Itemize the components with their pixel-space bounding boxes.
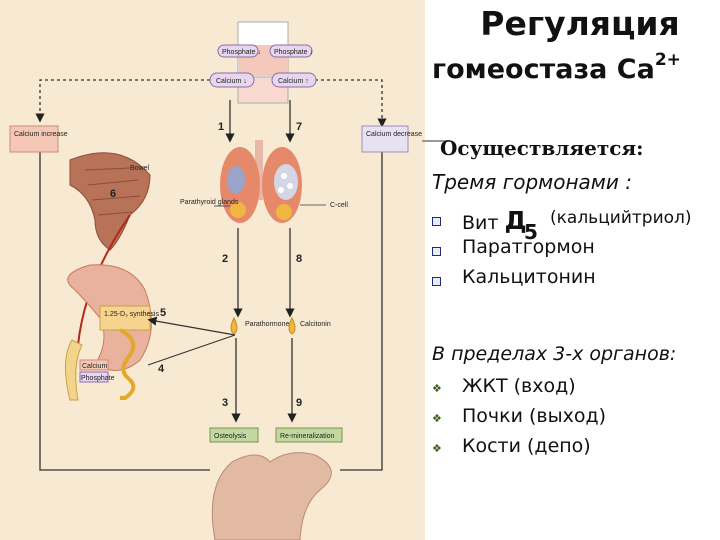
subtitle: Осуществляется: <box>440 136 644 160</box>
title-superscript: 2+ <box>654 50 681 70</box>
parathormone-item: Паратгормон <box>462 236 595 258</box>
diamond-bullet-icon: ❖ <box>432 382 442 395</box>
calcium-high-pill: Calcium ↑ <box>271 72 317 88</box>
phosphate-high-label: Phosphate ↓ <box>274 49 313 56</box>
kidney-calcium-label: Calcium <box>82 363 107 370</box>
parathyroid-label: Parathyroid glands <box>180 199 239 206</box>
phosphate-high-pill: Phosphate ↓ <box>269 44 313 58</box>
kidney-phosphate-box: Phosphate <box>79 371 115 383</box>
beaker <box>237 21 289 104</box>
hormones-heading: Тремя гормонами : <box>432 170 632 194</box>
thyroid-gland <box>220 140 302 223</box>
diagram-panel <box>0 0 425 540</box>
organ-kidneys: Почки (выход) <box>462 405 607 427</box>
number-5: 5 <box>160 307 166 319</box>
page-title-line-2: гомеостаза Ca2+ <box>432 50 720 85</box>
synthesis-label: 1.25-D₃ synthesis <box>104 311 159 318</box>
number-6: 6 <box>110 188 116 200</box>
number-9: 9 <box>296 397 302 409</box>
calcitonin-droplet <box>288 316 296 335</box>
calcium-regulation-diagram: Phosphate ↓ Phosphate ↓ Calcium ↓ Calciu… <box>9 21 422 540</box>
calcium-increase-label: Calcium increase <box>14 131 68 138</box>
kidney-phosphate-label: Phosphate <box>81 375 115 382</box>
bowel <box>69 152 151 251</box>
remineralization-box: Re-mineralization <box>275 427 343 443</box>
number-1: 1 <box>218 121 224 133</box>
calcitonin-label: Calcitonin <box>300 321 331 328</box>
outer-loop-left <box>39 152 210 471</box>
synthesis-box: 1.25-D₃ synthesis <box>99 305 159 331</box>
parathormone-droplet <box>230 316 238 335</box>
vitamin-letter: Д <box>504 206 527 235</box>
organs-heading: В пределах 3-х органов: <box>432 343 677 365</box>
nephron-tubule <box>119 328 136 400</box>
organ-bones: Кости (депо) <box>462 435 591 457</box>
phosphate-low-pill: Phosphate ↓ <box>217 44 261 58</box>
number-4: 4 <box>158 363 165 375</box>
square-bullet-icon <box>432 247 441 256</box>
diamond-bullet-icon: ❖ <box>432 442 442 455</box>
vitamin-prefix: Вит <box>462 212 499 234</box>
calcium-increase-box: Calcium increase <box>9 125 68 153</box>
vitamin-note: (кальцийтриол) <box>550 208 692 228</box>
number-2: 2 <box>222 253 228 265</box>
page-title-line-1: Регуляция <box>480 4 680 43</box>
bowel-label: Bowel <box>130 165 150 172</box>
calcium-high-label: Calcium ↑ <box>278 78 309 85</box>
number-7: 7 <box>296 121 302 133</box>
bone <box>211 452 332 540</box>
parathormone-label: Parathormone <box>245 321 289 328</box>
number-8: 8 <box>296 253 302 265</box>
osteolysis-box: Osteolysis <box>209 427 259 443</box>
phosphate-low-label: Phosphate ↓ <box>222 49 261 56</box>
c-cell-label: C-cell <box>330 202 348 209</box>
arrow-5 <box>147 316 236 336</box>
top-loop-arrow <box>35 79 210 123</box>
calcium-decrease-label: Calcium decrease <box>366 131 422 138</box>
kidney-calcium-box: Calcium <box>79 359 109 371</box>
square-bullet-icon <box>432 277 441 286</box>
number-3: 3 <box>222 397 228 409</box>
vitamin-subscript: 5 <box>524 220 538 244</box>
calcitonin-item: Кальцитонин <box>462 266 596 288</box>
square-bullet-icon <box>432 217 441 226</box>
calcium-decrease-box: Calcium decrease <box>361 125 422 153</box>
outer-loop-right <box>340 152 383 471</box>
title-line2-text: гомеостаза Ca <box>432 54 655 85</box>
vitamin-d-item: Вит Д <box>462 206 527 235</box>
calcium-low-pill: Calcium ↓ <box>209 72 255 88</box>
divider-line <box>422 140 450 142</box>
remineralization-label: Re-mineralization <box>280 433 335 440</box>
organ-gut: ЖКТ (вход) <box>462 375 576 397</box>
diamond-bullet-icon: ❖ <box>432 412 442 425</box>
osteolysis-label: Osteolysis <box>214 433 247 440</box>
calcium-low-label: Calcium ↓ <box>216 78 247 85</box>
top-loop-right <box>315 79 387 128</box>
